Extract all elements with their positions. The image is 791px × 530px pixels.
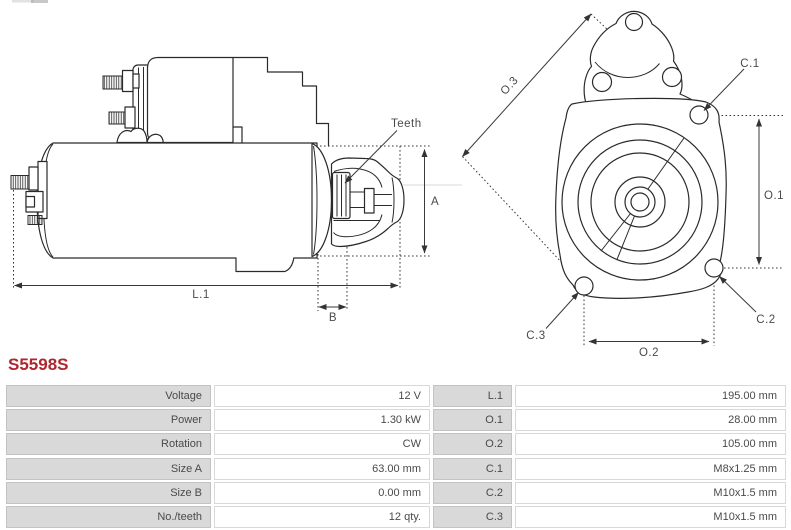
bolt-hole-c3: [574, 276, 594, 296]
spec-dim-value: M10x1.5 mm: [515, 505, 786, 528]
spec-row: No./teeth 12 qty. C.3 M10x1.5 mm: [6, 505, 786, 528]
side-view-drawing: Teeth A B L.1: [10, 56, 462, 324]
spec-dim-value: 195.00 mm: [515, 385, 786, 407]
spec-dim-value: 105.00 mm: [515, 433, 786, 456]
spec-param-label: Voltage: [6, 385, 211, 407]
dim-line-o3: [462, 13, 592, 157]
spec-row: Rotation CW O.2 105.00 mm: [6, 433, 786, 456]
spec-dim-value: M10x1.5 mm: [515, 481, 786, 504]
spec-param-value: 0.00 mm: [214, 481, 430, 504]
drive-end-housing: [330, 157, 405, 248]
spec-param-value: 12 V: [214, 385, 430, 407]
bolt-hole-c2: [704, 258, 724, 278]
spec-dim-label: L.1: [433, 385, 512, 407]
spec-param-label: Size B: [6, 481, 211, 504]
spec-param-value: CW: [214, 433, 430, 456]
solenoid: [102, 56, 234, 144]
gear-housing-circles: [561, 123, 719, 281]
c3-leader-line: [545, 292, 579, 329]
dim-label-c3: C.3: [526, 330, 545, 342]
spec-dim-label: O.2: [433, 433, 512, 456]
motor-body: [10, 142, 318, 273]
bolt-hole-c1: [689, 105, 709, 125]
dim-label-c1: C.1: [740, 58, 759, 70]
part-number: S5598S: [8, 355, 69, 374]
spec-dim-value: M8x1.25 mm: [515, 457, 786, 480]
spec-row: Power 1.30 kW O.1 28.00 mm: [6, 409, 786, 432]
dim-label-b: B: [329, 312, 337, 324]
spec-dim-label: C.3: [433, 505, 512, 528]
dim-label-l1: L.1: [192, 289, 210, 301]
mounting-flange-face: [555, 97, 727, 299]
c1-leader-line: [703, 68, 745, 111]
dim-label-teeth: Teeth: [391, 118, 422, 130]
bell-housing-outline: [232, 56, 330, 147]
front-view-drawing: O.3 C.1 O.1 C.2 C.3 O.2: [462, 10, 784, 359]
spec-param-label: Rotation: [6, 433, 211, 456]
spec-param-label: No./teeth: [6, 505, 211, 528]
c2-leader-line: [719, 276, 757, 313]
spec-param-value: 63.00 mm: [214, 457, 430, 480]
spec-row: Size A 63.00 mm C.1 M8x1.25 mm: [6, 457, 786, 480]
spec-param-label: Size A: [6, 457, 211, 480]
dim-label-o1: O.1: [764, 190, 784, 202]
dim-label-c2: C.2: [756, 314, 775, 326]
spec-dim-label: C.1: [433, 457, 512, 480]
spec-table: Voltage 12 V L.1 195.00 mm Power 1.30 kW…: [6, 385, 786, 530]
spec-dim-label: O.1: [433, 409, 512, 432]
technical-drawing: Teeth A B L.1: [10, 0, 784, 359]
teeth-leader-line: [344, 130, 398, 184]
scan-artifact: [12, 0, 48, 3]
dim-label-o2: O.2: [639, 347, 659, 358]
spec-row: Size B 0.00 mm C.2 M10x1.5 mm: [6, 481, 786, 504]
spec-dim-value: 28.00 mm: [515, 409, 786, 432]
mounting-flange-edge: [311, 142, 333, 258]
spec-row: Voltage 12 V L.1 195.00 mm: [6, 385, 786, 407]
dim-label-a: A: [431, 196, 439, 208]
spec-param-value: 1.30 kW: [214, 409, 430, 432]
spec-dim-label: C.2: [433, 481, 512, 504]
dim-label-o3: O.3: [499, 75, 521, 98]
spec-param-value: 12 qty.: [214, 505, 430, 528]
spec-param-label: Power: [6, 409, 211, 432]
solenoid-silhouette: [583, 10, 698, 104]
